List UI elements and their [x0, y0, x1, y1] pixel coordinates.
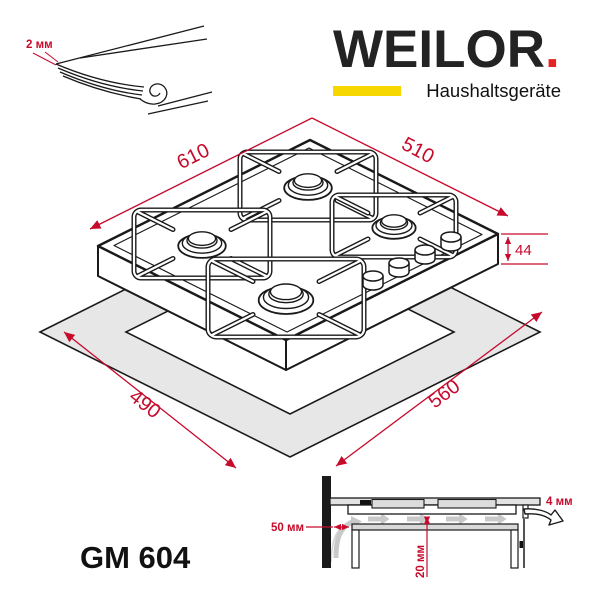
logo-wordmark: WEILOR. [333, 22, 575, 78]
airflow-arrows [330, 513, 507, 563]
edge-detail-drawing [55, 25, 213, 115]
edge-fold-line [57, 67, 144, 92]
edge-detail-surface-line [55, 25, 205, 65]
model-name: GM 604 [80, 540, 191, 575]
brand-logo: WEILOR. Haushaltsgeräte [333, 22, 575, 102]
edge-detail-counter-line [157, 91, 213, 107]
dim-wall-clearance: 50 мм [271, 522, 304, 534]
dim-hob-depth: 510 [398, 133, 438, 168]
edge-detail-surface-line2 [79, 38, 208, 59]
exhaust-arrow [523, 508, 564, 526]
knob [362, 270, 384, 291]
grate-right [329, 192, 459, 260]
knob [414, 244, 436, 265]
grate-front [205, 256, 367, 340]
dim-hob-width-line [89, 117, 313, 230]
edge-fold-line [59, 71, 143, 96]
edge-fold-line [55, 63, 145, 88]
burner-back [283, 173, 333, 201]
hob-top-rim [113, 147, 483, 333]
dim-hob-height-group [501, 233, 548, 265]
wall-section [322, 476, 331, 568]
countertop-section [351, 519, 525, 569]
knob [388, 257, 410, 278]
burners [177, 173, 417, 315]
dim-hob-height: 44 [515, 242, 532, 259]
section-dimensions [306, 516, 431, 577]
grate-back [237, 149, 379, 223]
installation-section: 50 мм 20 мм 4 мм [271, 476, 573, 578]
hob-section [329, 497, 541, 519]
logo-dot: . [544, 20, 560, 79]
pan-supports [131, 149, 459, 340]
dim-edge-thickness: 2 мм [26, 39, 53, 51]
burner-front [257, 283, 315, 315]
dim-rear-gap: 4 мм [546, 496, 573, 508]
logo-tagline: Haushaltsgeräte [426, 79, 561, 101]
logo-yellow-bar [333, 85, 401, 96]
edge-fold-line [62, 75, 142, 100]
control-knobs [362, 231, 462, 291]
burner-left [177, 231, 227, 259]
edge-detail-leader [32, 52, 57, 66]
dim-hob-width: 610 [173, 139, 213, 174]
dim-hob-depth-line [311, 117, 509, 217]
edge-detail-leader [44, 51, 59, 63]
logo-tagline-row: Haushaltsgeräte [333, 80, 561, 102]
edge-detail-counter-line2 [147, 100, 209, 115]
dim-cutout-depth-line [63, 331, 237, 469]
knob [440, 231, 462, 252]
dim-cutout-width-line [335, 311, 543, 467]
logo-text: WEILOR [333, 20, 545, 79]
dim-under-clearance: 20 мм [415, 545, 427, 578]
edge-curl [139, 83, 168, 105]
burner-right [371, 214, 417, 240]
